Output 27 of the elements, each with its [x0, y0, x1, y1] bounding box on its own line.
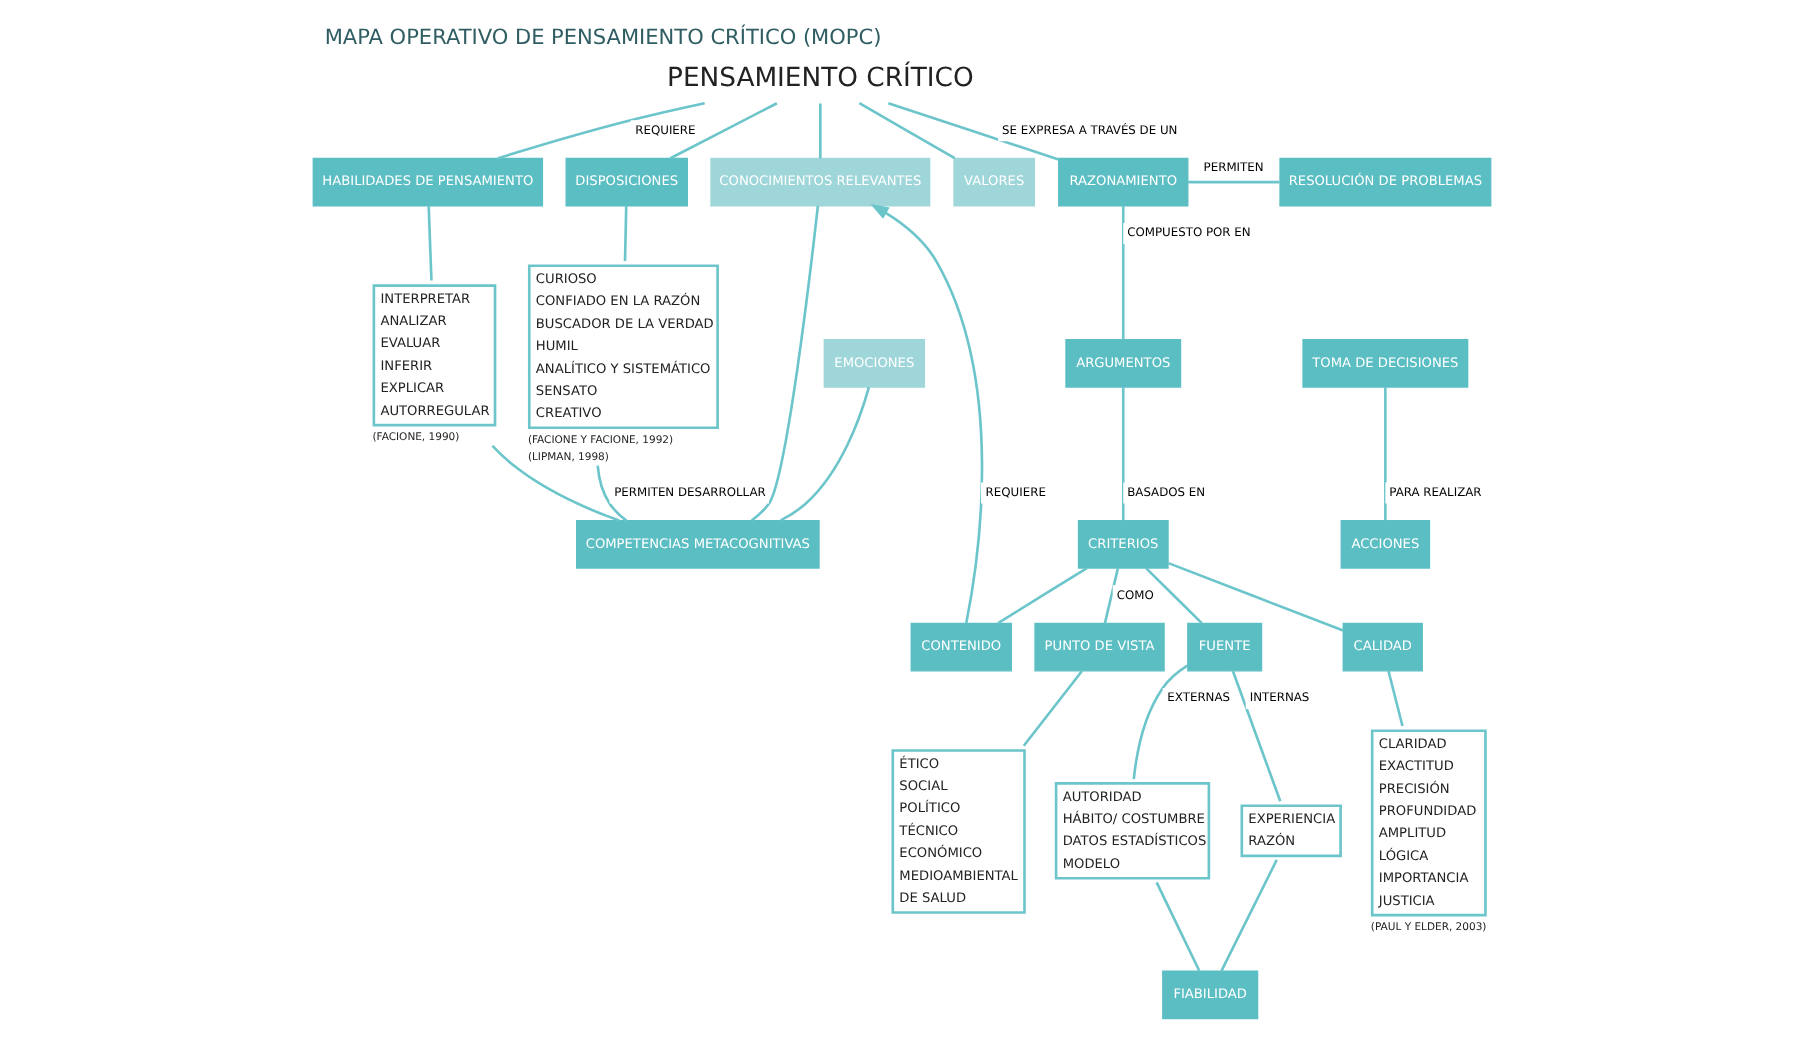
- arrow: [869, 203, 983, 624]
- connector: [857, 102, 955, 160]
- connector: [1144, 567, 1202, 625]
- connector: [1219, 859, 1277, 972]
- connector: [1383, 387, 1386, 521]
- connector: [1131, 664, 1188, 780]
- connector: [818, 103, 821, 159]
- connector: [749, 205, 819, 522]
- node-text: PENSAMIENTO CRÍTICO: [666, 64, 973, 95]
- connector: [490, 445, 619, 522]
- connector: [996, 567, 1087, 625]
- connector: [1021, 670, 1083, 747]
- connector: [668, 102, 777, 160]
- connector: [622, 206, 627, 262]
- connector: [1386, 670, 1403, 727]
- connector: [1154, 881, 1200, 972]
- connector: [1230, 670, 1281, 802]
- connector: [1167, 561, 1343, 632]
- connector: [779, 386, 870, 522]
- connector: [1120, 387, 1124, 521]
- connector: [886, 102, 1059, 161]
- connector: [595, 465, 627, 522]
- connector: [1187, 180, 1279, 184]
- connector: [426, 206, 432, 281]
- diagram-title: MAPA OPERATIVO DE PENSAMIENTO CRÍTICO (MOPC): [323, 25, 881, 50]
- connector: [1120, 206, 1124, 340]
- connector: [1102, 568, 1119, 624]
